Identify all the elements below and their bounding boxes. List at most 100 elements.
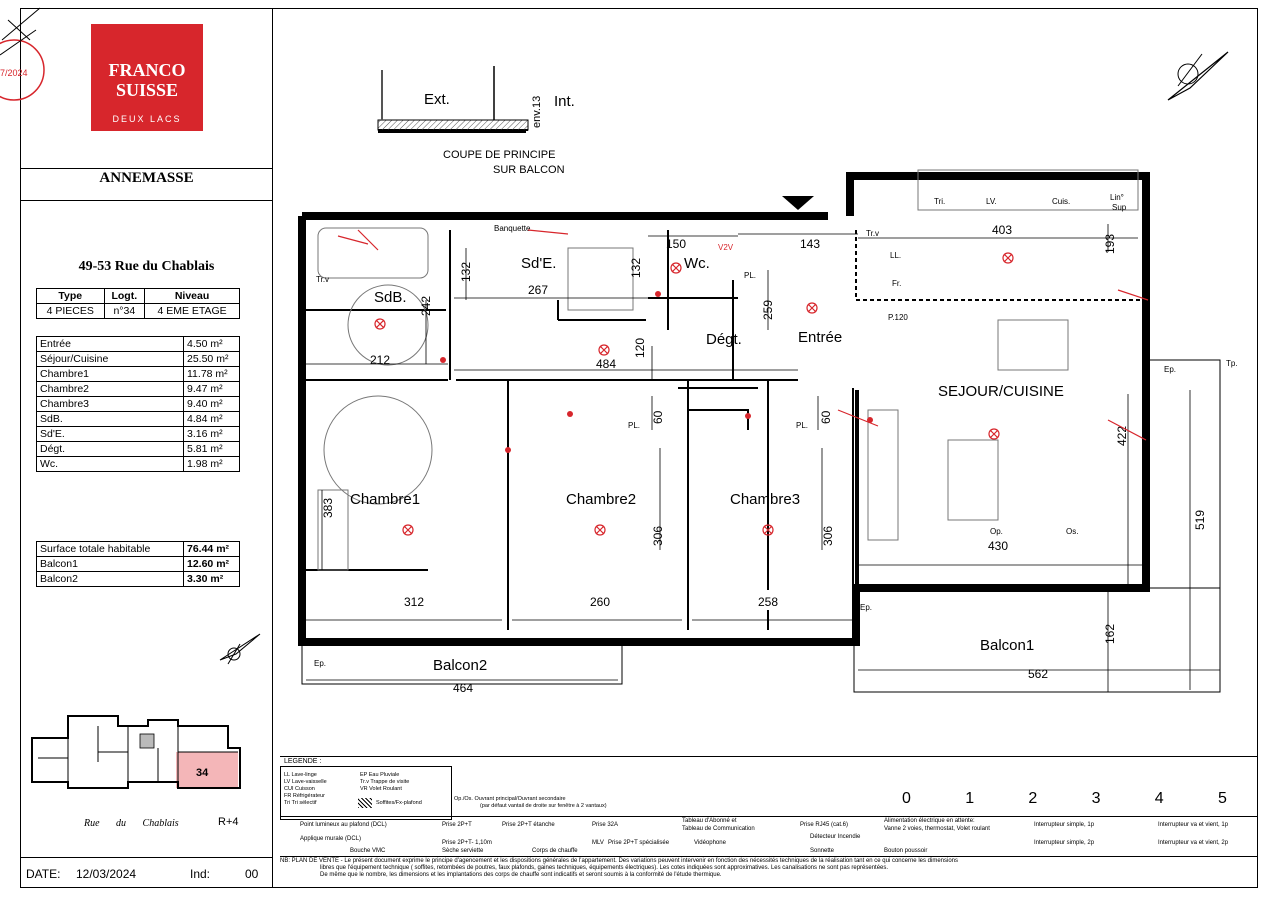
interior-walls [306,230,1146,640]
room-name: Chambre3 [36,396,184,412]
north-arrow-small-icon [219,633,261,665]
room-balcon2-label: Balcon2 [433,657,487,674]
lot-table: Type Logt. Niveau 4 PIECES n°34 4 EME ET… [36,288,240,319]
v2v-label: V2V [718,243,734,252]
divider [20,200,273,201]
room-balcon1-label: Balcon1 [980,637,1034,654]
legend-dcl: Point lumineux au plafond (DCL) [300,822,387,828]
total-area: 76.44 m² [183,541,240,557]
room-area: 4.50 m² [183,336,240,352]
room-area: 25.50 m² [183,351,240,367]
dim-132-b: 132 [629,258,643,278]
electrical-symbols [337,229,1149,536]
legend-abbr: Tr.v Trappe de visite [360,779,410,785]
section-env: env.13 [531,96,543,128]
room-name: Chambre2 [36,381,184,397]
legend-seche: Sèche serviette [442,848,484,854]
address: 49-53 Rue du Chablais [78,259,215,274]
room-entree-label: Entrée [798,329,842,346]
dim-242: 242 [419,296,433,316]
key-plan: 34 [31,715,241,789]
section-int: Int. [554,93,575,110]
room-name: Entrée [36,336,184,352]
date-label: DATE: [26,867,61,881]
balcon2-outline [301,641,623,685]
lin-label: Lin° [1110,193,1124,202]
tp-label: Tp. [1226,359,1238,368]
legend-tableau: Tableau d'Abonné et [682,818,737,824]
scale-label: 3 [1091,790,1101,807]
legend-soffites: Soffites/Fx-plafond [376,800,422,806]
dim-519: 519 [1193,510,1207,530]
floor-plan: Ext. Int. env.13 COUPE DE PRINCIPE SUR B… [298,51,1238,695]
room-area: 9.40 m² [183,396,240,412]
legend-rule [280,856,1258,857]
room-wc-label: Wc. [684,255,710,272]
dim-259: 259 [761,300,775,320]
note-line-3: De même que le nombre, les dimensions et… [320,872,722,878]
room-row: SdB.4.84 m² [36,411,240,427]
dim-212: 212 [370,353,390,367]
legend-vv-1p: Interrupteur va et vient, 1p [1158,822,1229,828]
room-row: Dégt.5.81 m² [36,441,240,457]
total-name: Balcon2 [36,571,184,587]
legend-abbr: Tri Tri sélectif [284,800,317,806]
dim-484: 484 [596,357,616,371]
legend-applique: Applique murale (DCL) [300,836,362,842]
divider [20,168,273,169]
legend-bouton: Bouton poussoir [884,848,928,854]
scale-label: 4 [1154,790,1164,807]
note-line-2: libres que l'équipement technique ( soff… [320,865,889,871]
dim-306-a: 306 [651,526,665,546]
dim-162: 162 [1103,624,1117,644]
key-plan-street: Rue du Chablais [84,818,179,829]
pl-label-3: PL. [796,421,808,430]
dim-143: 143 [800,237,820,251]
room-name: Dégt. [36,441,184,457]
ep-label-3: Ep. [1164,365,1176,374]
note-line-1: NB: PLAN DE VENTE - Le présent document … [280,858,958,864]
scale-label: 2 [1028,790,1038,807]
switch-dots [440,291,873,453]
dim-430: 430 [988,539,1008,553]
legend-vv-2p: Interrupteur va et vient, 2p [1158,840,1229,846]
legend-detecteur: Détecteur Incendie [810,834,861,840]
city-name: ANNEMASSE [99,170,194,186]
sheet-frame [20,8,1258,888]
legend-prise-110: Prise 2P+T- 1,10m [442,840,492,846]
lot-type: 4 PIECES [36,303,105,319]
room-chambre1-label: Chambre1 [350,491,420,508]
dim-312: 312 [404,595,424,609]
legend-sonnette: Sonnette [810,848,835,854]
entrance-arrow-icon [782,196,814,210]
room-area: 4.84 m² [183,411,240,427]
ep-label-2: Ep. [860,603,872,612]
dim-267: 267 [528,283,548,297]
dim-132-a: 132 [459,262,473,282]
lot-header-type: Type [36,288,105,304]
legend-abbr-box [280,766,452,820]
date-value: 12/03/2024 [76,867,137,881]
section-ext: Ext. [424,91,450,108]
lv-label: LV. [986,197,997,206]
red-stamp: 7/2024 [0,7,45,101]
legend-inter-1p: Interrupteur simple, 1p [1034,822,1095,828]
legend-rj45: Prise RJ45 (cat.6) [800,822,849,828]
lot-header-logt: Logt. [103,288,146,304]
room-area: 11.78 m² [183,366,240,382]
room-sdb-label: SdB. [374,289,407,306]
legend-prise-spec: Prise 2P+T spécialisée [608,840,670,846]
lot-number: n°34 [103,303,146,319]
trv-label-2: Tr.v [866,229,879,238]
room-name: Sd'E. [36,426,184,442]
p120-label: P.120 [888,313,908,322]
lot-header-niveau: Niveau [144,288,240,304]
legend-abbr: FR Réfrigérateur [284,793,325,799]
legend-tableau-2: Tableau de Communication [682,826,755,832]
dim-120: 120 [633,338,647,358]
